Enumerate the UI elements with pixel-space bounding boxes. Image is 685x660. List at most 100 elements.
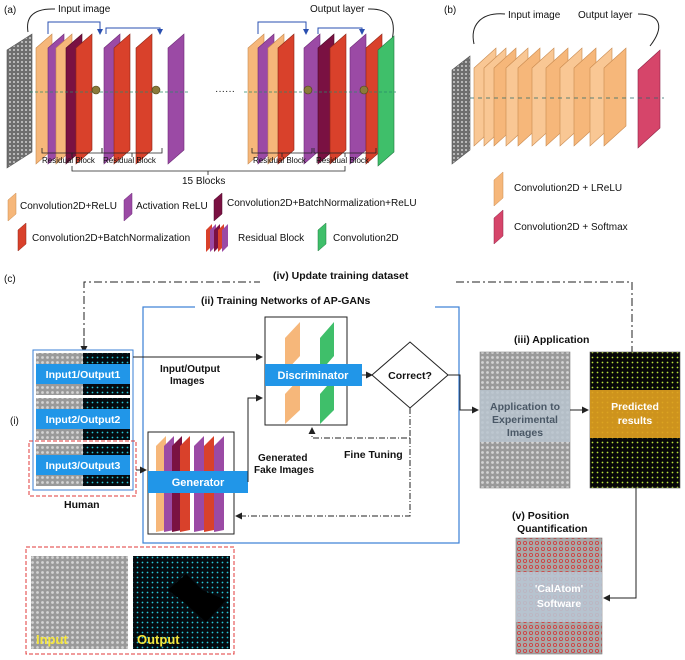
sum-node [359,85,369,95]
input-image-mesh [451,55,471,165]
legend-swatch-conv-relu [7,192,17,222]
brace [251,148,313,157]
conv-bn-layer [135,33,153,165]
disc-layer [285,378,300,424]
brace [313,148,377,157]
predicted-label: Predicted [611,401,659,413]
legend-a: Convolution2D+ReLU Activation ReLU Convo… [7,192,417,252]
io-images-label: Input/Output [160,364,221,375]
panel-b: (b) Input image Output layer [444,5,664,165]
predicted-label-bg [590,390,680,438]
blocks-count-label: 15 Blocks [182,176,225,187]
example-output-label: Output [137,632,180,647]
panel-a: (a) Input image Output layer ······ [4,4,396,187]
legend-label: Residual Block [238,233,305,244]
pair-label: Input3/Output3 [46,460,121,472]
application-title: (iii) Application [514,334,589,346]
human-label: Human [64,499,100,511]
legend-swatch-activation-relu [123,192,133,222]
conv-bn-layer [329,33,347,165]
skip-connection [105,27,163,35]
disc-layer [320,378,334,424]
legend-swatch-conv-lrelu [493,171,504,207]
fine-tuning-arrow [308,408,411,439]
panel-a-input-image-label: Input image [58,4,111,15]
discriminator-label-bar [265,364,362,386]
conv-lrelu-layer [603,47,627,147]
disc-layer [285,322,300,372]
panel-c-tag: (c) [4,274,16,285]
skip-connection [47,21,103,35]
calatom-label: Software [537,598,582,610]
pair-label: Input1/Output1 [46,369,121,381]
update-loop-line [83,281,260,352]
io-images-label: Images [170,376,205,387]
input-image-mesh [6,33,33,169]
panel-b-output-layer-label: Output layer [578,10,633,21]
legend-label: Convolution2D + LReLU [514,183,622,194]
residual-block-label: Residual Block [253,156,307,165]
predicted-to-calatom-arrow [603,488,637,602]
pair-3: Input3/Output3 [36,444,130,486]
conv2d-output-layer [377,35,395,167]
pair-label-bar [36,409,130,429]
position-title: (v) Position [512,510,569,522]
panel-b-input-image-label: Input image [508,10,561,21]
decision-to-application-arrow [448,374,479,414]
legend-b: Convolution2D + LReLU Convolution2D + So… [493,171,628,245]
sum-node [303,85,313,95]
correct-label: Correct? [388,370,432,382]
pair-label-bar [36,364,130,384]
application-label: Application to [490,401,560,413]
position-title: Quantification [517,523,588,535]
output-pointer-line [367,8,394,41]
legend-swatch-residual [222,224,228,252]
application-label: Experimental [492,414,558,426]
pair-2: Input2/Output2 [36,398,130,440]
legend-label: Convolution2D+BatchNormalization [32,233,190,244]
input-pointer-line [27,8,56,33]
legend-swatch-conv-bn [17,222,27,252]
output-pointer-line [637,13,660,47]
fine-tuning-label: Fine Tuning [344,449,403,461]
residual-block-label: Residual Block [316,156,370,165]
sum-node [151,85,161,95]
legend-swatch-conv-bn-relu [213,192,223,222]
pair-label: Input2/Output2 [46,414,121,426]
generator-label: Generator [172,477,225,489]
predicted-label: results [618,415,653,427]
generated-label: Fake Images [254,465,314,476]
fine-tuning-generator-arrow [235,438,411,520]
relu-layer [167,33,185,165]
softmax-output-layer [637,49,661,149]
example-input-image [31,556,128,649]
panel-b-tag: (b) [444,5,456,16]
conv-bn-layer [113,33,131,165]
panel-a-output-layer-label: Output layer [310,4,365,15]
brace [101,148,163,157]
example-input-label: Input [36,632,68,647]
example-output-void [168,574,226,622]
training-title: (ii) Training Networks of AP-GANs [201,295,371,307]
pair-1: Input1/Output1 [36,353,130,395]
update-dataset-title: (iv) Update training dataset [273,270,409,282]
relu-layer [303,33,321,165]
application-label: Images [507,427,543,439]
legend-label: Activation ReLU [136,201,208,212]
relu-layer [349,33,367,165]
discriminator-label: Discriminator [278,370,350,382]
example-frame [25,546,235,655]
blocks-brace [71,166,346,175]
disc-layer [320,322,334,372]
legend-swatch-conv2d [317,222,327,252]
panel-a-tag: (a) [4,5,16,16]
legend-swatch-conv-softmax [493,209,504,245]
selected-pair-highlight [28,440,137,497]
pair-label-bar [36,455,130,475]
legend-label: Convolution2D+ReLU [20,201,117,212]
generated-label: Generated [258,453,307,464]
skip-connection [317,27,365,35]
training-title-bg [195,294,435,310]
update-loop-line [456,281,633,352]
ellipsis: ······ [215,86,235,97]
